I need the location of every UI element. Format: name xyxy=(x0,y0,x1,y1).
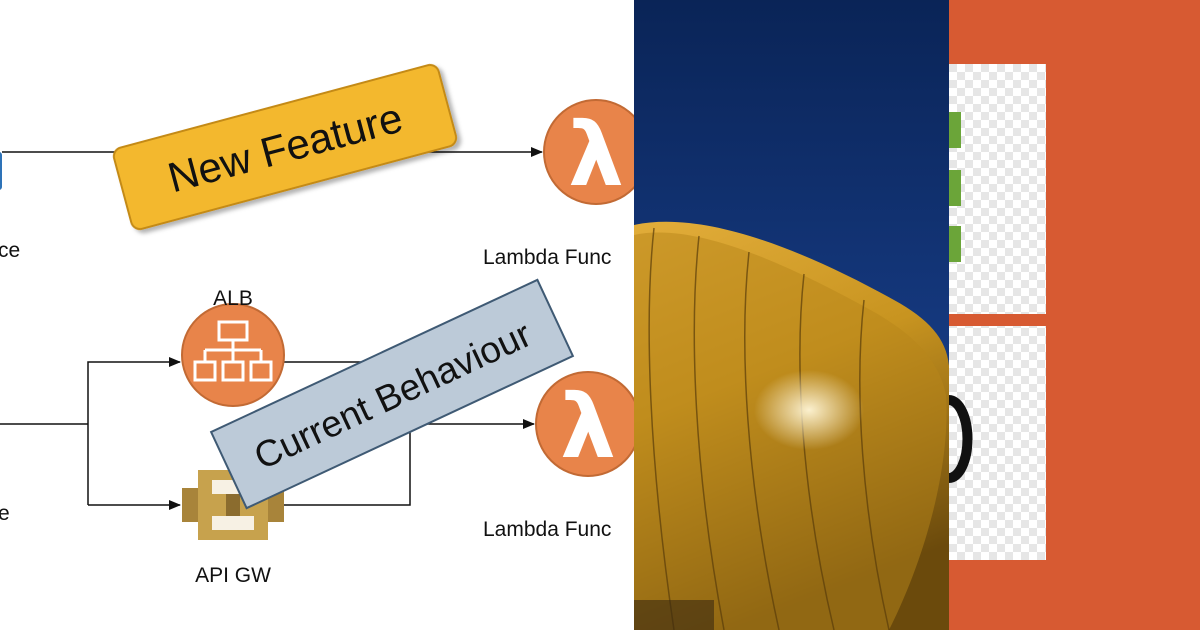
top-source-node xyxy=(0,152,2,190)
green-bars-icon xyxy=(949,112,961,262)
tank-photo-image xyxy=(634,0,949,630)
alb-label: ALB xyxy=(213,287,253,310)
lambda-bottom-label: Lambda Func xyxy=(483,518,611,541)
tank-photo xyxy=(634,0,949,630)
lambda-bottom-icon: λ xyxy=(535,371,634,478)
diagram-canvas: ce λ Lambda Func e xyxy=(0,63,634,587)
architecture-diagram: ce λ Lambda Func e xyxy=(0,63,634,587)
bottom-source-label: e xyxy=(0,502,10,525)
new-feature-banner: New Feature xyxy=(112,63,458,231)
transparent-area-top xyxy=(949,64,1046,314)
lambda-top-icon: λ xyxy=(543,99,634,206)
bottom-routing-lines xyxy=(0,357,535,510)
logo-arc-icon xyxy=(949,395,973,483)
logo-panel xyxy=(949,0,1200,630)
lambda-bottom-symbol: λ xyxy=(560,375,616,478)
api-gw-label: API GW xyxy=(195,564,271,587)
lambda-top-label: Lambda Func xyxy=(483,246,611,269)
lambda-top-symbol: λ xyxy=(568,103,624,206)
load-balancer-icon xyxy=(181,303,285,407)
logo-graphic xyxy=(949,0,1200,630)
top-source-label: ce xyxy=(0,239,20,262)
